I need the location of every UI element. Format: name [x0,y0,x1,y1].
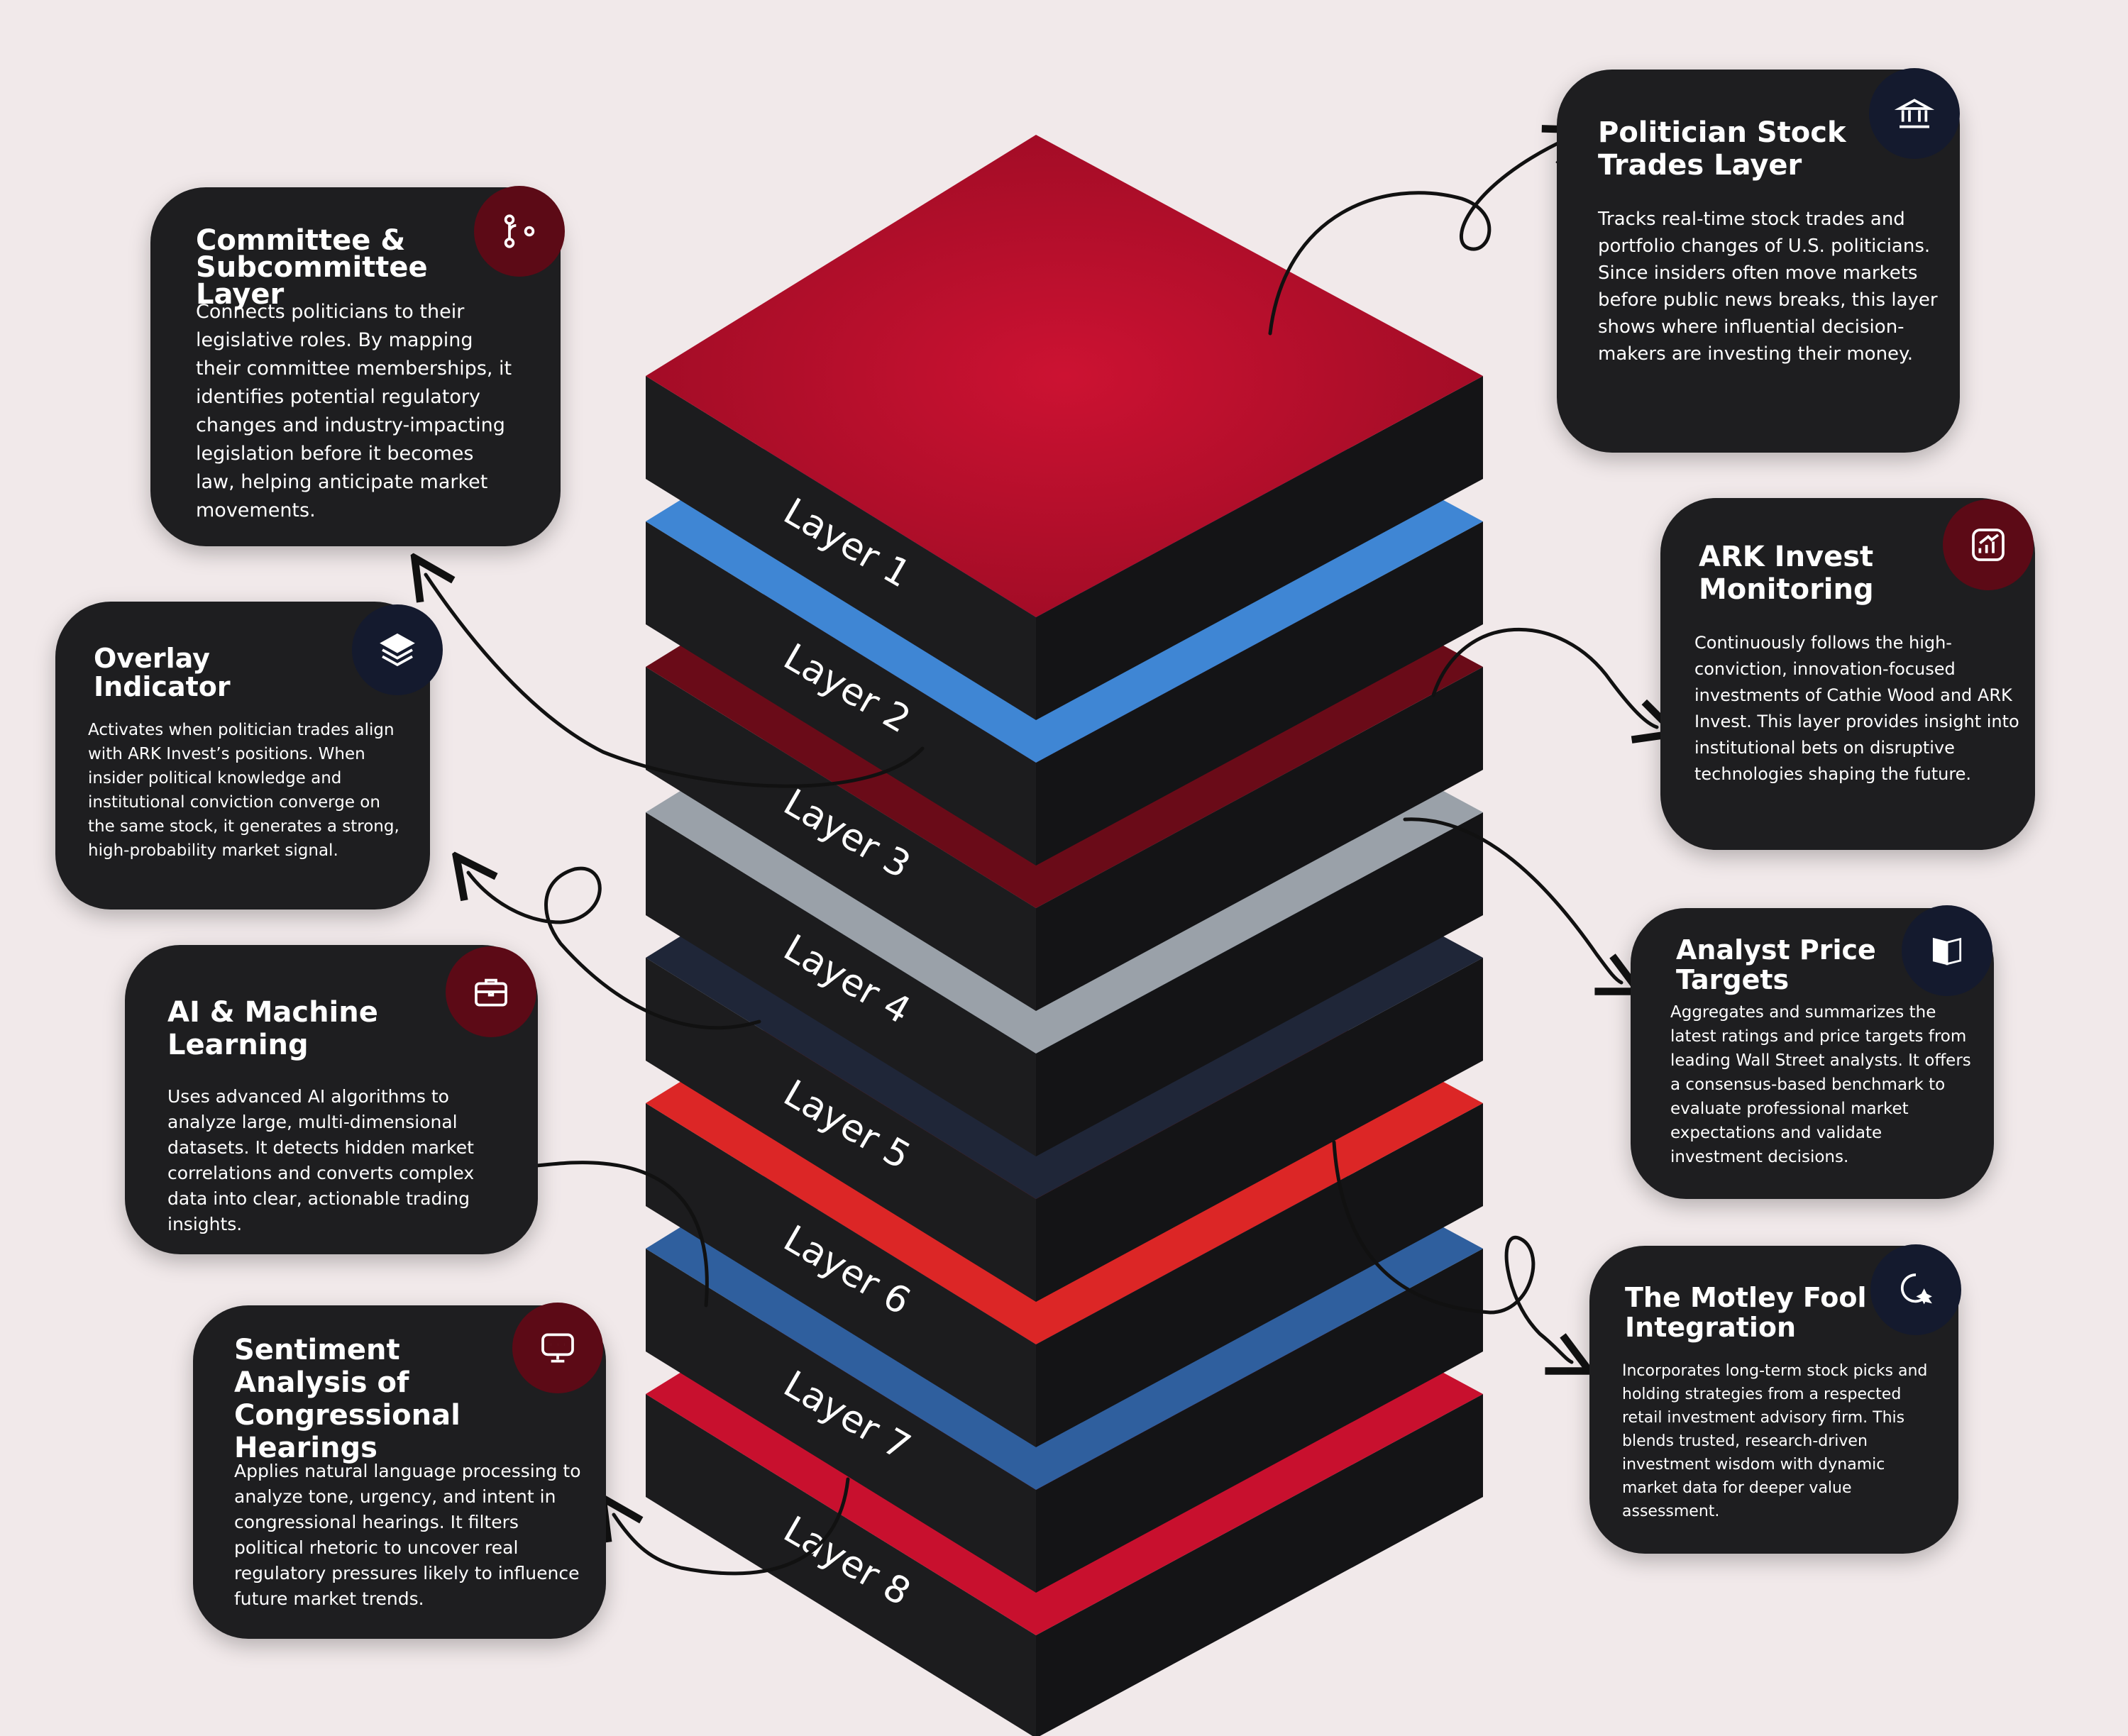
sparkle-chat-icon [1900,1273,1932,1305]
layer-8-left-face [646,1394,1036,1736]
layer-6-right-face [1036,1103,1483,1447]
layer-5-right-face [1036,958,1483,1302]
overlay-body: Activates when politician trades align w… [88,721,399,860]
motley-body: Incorporates long-term stock picks and h… [1622,1362,1928,1520]
layer-3-right-face [1036,667,1483,1011]
arrow-layer3-to-ark [1431,628,1657,727]
analyst-card: Analyst Price Targets Aggregates and sum… [1631,905,1994,1199]
bank-icon [1895,99,1934,128]
ai-badge [446,946,536,1037]
overlay-card: Overlay Indicator Activates when politic… [55,602,443,910]
analyst-title: Analyst Price Targets [1676,934,1876,995]
ark-card: ARK Invest Monitoring Continuously follo… [1660,498,2035,850]
ai-card: AI & Machine Learning Uses advanced AI a… [125,945,538,1254]
layer-1-top-face [646,135,1483,617]
layer-1-left-face [646,376,1036,720]
politician-body: Tracks real-time stock trades and portfo… [1598,209,1938,365]
layer-7-right-face [1036,1249,1483,1593]
branch-icon [504,214,535,248]
book-icon [1932,937,1962,966]
committee-badge [474,186,565,277]
analyst-body: Aggregates and summarizes the latest rat… [1670,1003,1971,1166]
layer-8-right-face [1036,1394,1483,1736]
ark-body: Continuously follows the high-conviction… [1694,633,2019,784]
chat-monitor-icon [541,1333,574,1363]
layer-7-left-face [646,1249,1036,1593]
arrow-layer8-to-sentiment [614,1477,850,1576]
committee-body: Connects politicians to their legislativ… [196,301,512,521]
arrow-layer4-to-overlay [468,868,761,1030]
politician-badge [1869,68,1960,159]
layer-2-right-face [1036,521,1483,866]
layer-4-right-face [1036,812,1483,1156]
layer-3-left-face [646,667,1036,1011]
politician-card: Politician Stock Trades Layer Tracks rea… [1557,68,1960,453]
ai-title: AI & Machine Learning [167,996,378,1061]
overlay-badge [352,604,443,695]
motley-title: The Motley Fool Integration [1625,1282,1867,1343]
arrow-layer6-to-ai [511,1163,709,1307]
ai-body: Uses advanced AI algorithms to analyze l… [167,1086,475,1234]
stack-layers-icon [380,633,415,667]
layer-5-left-face [646,958,1036,1302]
committee-card: Committee & Subcommittee Layer Connects … [150,186,565,546]
sentiment-badge [512,1303,603,1393]
briefcase-icon [475,978,507,1007]
ark-badge [1943,499,2034,590]
sentiment-title: Sentiment Analysis of Congressional Hear… [234,1334,461,1464]
layer-6-left-face [646,1103,1036,1447]
arrow-layer2-to-committee [426,575,925,788]
arrow-layer6-to-motley [1332,1140,1572,1362]
layer-2-left-face [646,521,1036,866]
arrow-layer1-to-politician [1268,138,1568,336]
analyst-badge [1902,905,1992,996]
motley-card: The Motley Fool Integration Incorporates… [1589,1244,1961,1554]
layer-1: Layer 1 [646,135,1483,720]
ark-title: ARK Invest Monitoring [1699,541,1874,606]
sentiment-card: Sentiment Analysis of Congressional Hear… [193,1303,606,1639]
sentiment-body: Applies natural language processing to a… [234,1461,581,1609]
chart-up-icon [1972,529,2005,561]
motley-badge [1870,1244,1961,1335]
overlay-title: Overlay Indicator [94,643,231,702]
layer-4-left-face [646,812,1036,1156]
committee-title: Committee & Subcommittee Layer [196,224,428,311]
politician-title: Politician Stock Trades Layer [1598,116,1846,182]
layer-1-right-face [1036,376,1483,720]
arrow-layer4-to-analyst [1403,817,1621,983]
